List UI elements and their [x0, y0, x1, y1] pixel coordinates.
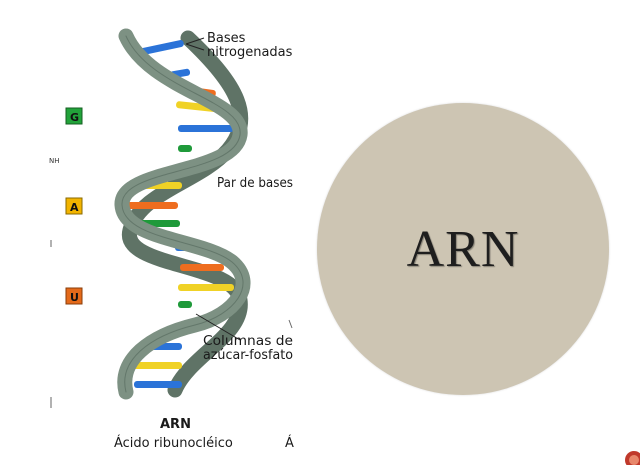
pointer-bases: [185, 37, 205, 45]
base-yellow: [178, 284, 234, 291]
slide-title: ARN: [406, 220, 520, 278]
legend-letter-a: A: [70, 201, 79, 214]
caption-subtitle: Ácido ribunocléico: [114, 435, 233, 451]
legend-letter-g: G: [70, 111, 79, 124]
base-yellow: [128, 362, 182, 369]
legend-letter-u: U: [70, 291, 79, 304]
pointer-backbone: [195, 313, 241, 341]
title-circle: ARN: [317, 103, 609, 395]
label-bases-line1: Bases: [207, 31, 246, 46]
base-orange: [180, 264, 224, 271]
base-blue: [134, 381, 182, 388]
label-bases-line2: nitrogenadas: [207, 45, 293, 60]
label-backbone-line1: Columnas de: [203, 334, 293, 349]
pointer-bases: [185, 43, 205, 51]
base-blue: [140, 40, 184, 55]
base-green: [178, 145, 192, 152]
legend-box-u: [65, 287, 83, 305]
base-green: [178, 301, 192, 308]
nh2-fragment: NH: [49, 157, 60, 165]
base-blue: [178, 125, 234, 132]
caption-title: ARN: [160, 417, 191, 432]
legend-box-a: [65, 197, 83, 215]
label-base-pair: Par de bases: [217, 176, 293, 191]
legend-box-g: [65, 107, 83, 125]
label-backbone-line2: azúcar-fosfato: [203, 348, 293, 363]
caption-fragment: Á: [285, 435, 294, 451]
backbone-edge: [121, 35, 244, 393]
corner-logo-icon: [625, 451, 640, 465]
fragment-mark: [288, 319, 293, 329]
base-orange: [126, 202, 178, 209]
rna-diagram: Bases nitrogenadas Par de bases Columnas…: [49, 28, 294, 451]
